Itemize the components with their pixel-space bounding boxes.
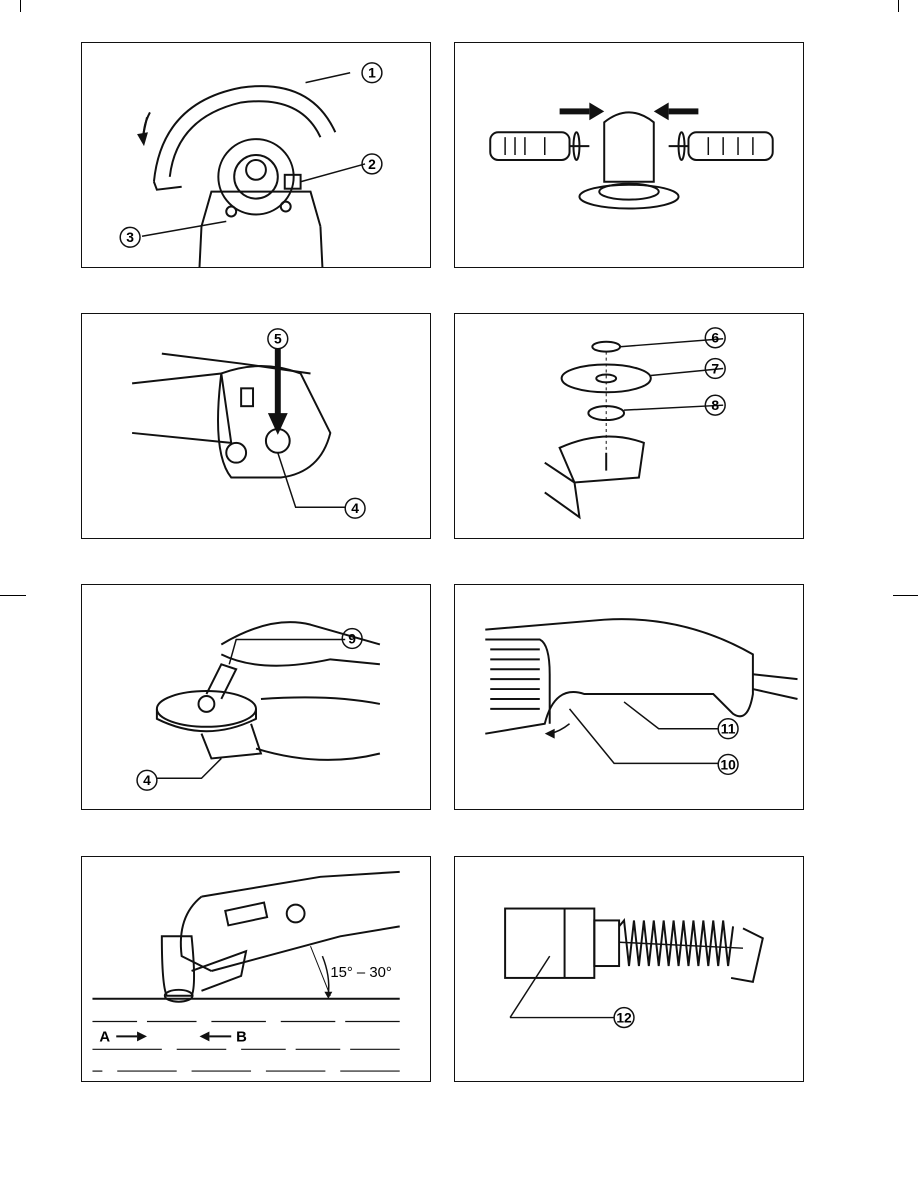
callout-6: 6 <box>711 330 719 346</box>
callout-12: 12 <box>616 1010 632 1026</box>
figure-wheel-guard: 1 2 3 <box>81 42 431 268</box>
crop-mark <box>898 0 899 12</box>
angle-label: 15° – 30° <box>330 965 392 981</box>
figure-switch-trigger: 11 10 <box>454 584 804 810</box>
figure-grinding-angle: 15° – 30° A B <box>81 856 431 1082</box>
callout-5: 5 <box>274 331 282 347</box>
callout-10: 10 <box>720 756 736 772</box>
figure-lock-nut-wrench: 9 4 <box>81 584 431 810</box>
crop-mark <box>893 595 918 596</box>
crop-mark <box>20 0 21 12</box>
callout-4: 4 <box>351 500 359 516</box>
callout-4: 4 <box>143 772 151 788</box>
callout-8: 8 <box>711 397 719 413</box>
figure-wheel-assembly: 6 7 8 <box>454 313 804 539</box>
crop-mark <box>0 595 26 596</box>
figure-shaft-lock: 5 4 <box>81 313 431 539</box>
callout-2: 2 <box>368 156 376 172</box>
figure-side-grips <box>454 42 804 268</box>
callout-1: 1 <box>368 65 376 81</box>
callout-3: 3 <box>126 229 134 245</box>
callout-7: 7 <box>711 360 719 376</box>
figure-carbon-brush: 12 <box>454 856 804 1082</box>
direction-b-label: B <box>236 1029 247 1045</box>
callout-9: 9 <box>348 630 356 646</box>
callout-11: 11 <box>721 721 736 737</box>
direction-a-label: A <box>99 1029 110 1045</box>
